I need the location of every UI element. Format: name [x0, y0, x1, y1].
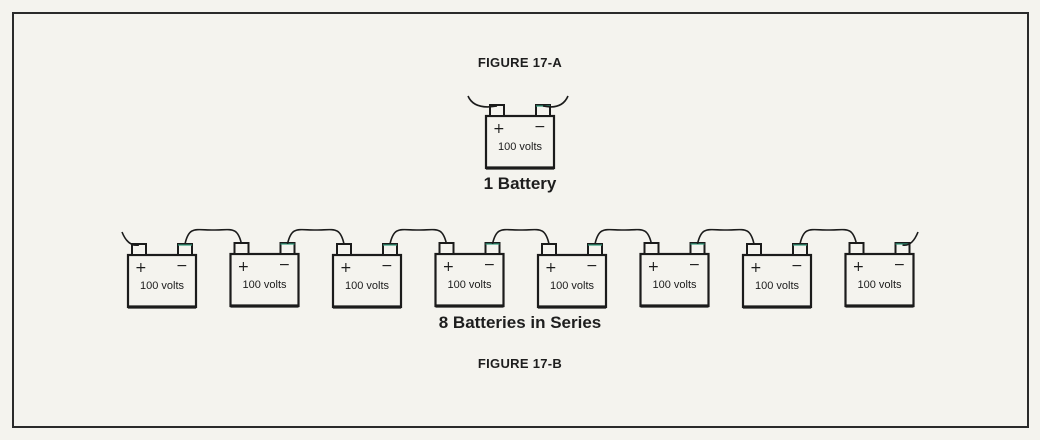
- lead-wire-right-a: [542, 95, 569, 108]
- battery-voltage-label-5: 100 volts: [652, 279, 697, 291]
- plus-sign-1: +: [238, 259, 250, 275]
- negative-terminal-4: [587, 243, 603, 256]
- negative-terminal-7: [894, 242, 911, 255]
- positive-terminal-0: [131, 243, 147, 256]
- positive-terminal-2: [336, 243, 352, 256]
- minus-sign-5: −: [689, 257, 701, 273]
- minus-sign-a: −: [534, 119, 546, 135]
- figure-b-title: FIGURE 17-B: [477, 356, 563, 371]
- positive-terminal-5: [643, 242, 660, 255]
- negative-terminal-1: [279, 242, 296, 255]
- plus-sign-0: +: [135, 260, 147, 276]
- minus-sign-1: −: [279, 257, 291, 273]
- minus-sign-7: −: [894, 257, 906, 273]
- positive-terminal-3: [438, 242, 455, 255]
- positive-terminal-6: [746, 243, 762, 256]
- positive-terminal-1: [233, 242, 250, 255]
- battery-voltage-label-7: 100 volts: [857, 279, 902, 291]
- lead-wire-left-b: [121, 231, 140, 247]
- series-connector-0: [184, 228, 243, 245]
- battery-voltage-label-a: 100 volts: [498, 141, 543, 153]
- figure-frame: [12, 12, 1029, 428]
- plus-sign-6: +: [750, 260, 762, 276]
- positive-terminal-a: [489, 104, 505, 117]
- series-connector-5: [696, 228, 755, 245]
- plus-sign-a: +: [493, 121, 505, 137]
- battery-voltage-label-1: 100 volts: [242, 279, 287, 291]
- minus-sign-3: −: [484, 257, 496, 273]
- plus-sign-5: +: [648, 259, 660, 275]
- figure-a-title: FIGURE 17-A: [477, 55, 563, 70]
- negative-terminal-2: [382, 243, 398, 256]
- series-connector-6: [799, 228, 858, 245]
- figure-a-caption: 1 Battery: [483, 174, 557, 193]
- series-connector-2: [389, 228, 448, 245]
- battery-voltage-label-6: 100 volts: [755, 280, 800, 292]
- plus-sign-2: +: [340, 260, 352, 276]
- minus-sign-4: −: [586, 258, 598, 274]
- plus-sign-4: +: [545, 260, 557, 276]
- battery-voltage-label-3: 100 volts: [447, 279, 492, 291]
- negative-terminal-3: [484, 242, 501, 255]
- battery-voltage-label-4: 100 volts: [550, 280, 595, 292]
- negative-terminal-6: [792, 243, 808, 256]
- lead-wire-right-b: [902, 231, 919, 247]
- minus-sign-2: −: [381, 258, 393, 274]
- battery-voltage-label-0: 100 volts: [140, 280, 185, 292]
- series-connector-3: [491, 228, 550, 245]
- series-connector-1: [286, 228, 345, 245]
- figure-b-caption: 8 Batteries in Series: [438, 313, 602, 332]
- series-connector-4: [594, 228, 653, 245]
- negative-terminal-5: [689, 242, 706, 255]
- positive-terminal-7: [848, 242, 865, 255]
- minus-sign-0: −: [176, 258, 188, 274]
- battery-voltage-label-2: 100 volts: [345, 280, 390, 292]
- negative-terminal-0: [177, 243, 193, 256]
- plus-sign-7: +: [853, 259, 865, 275]
- minus-sign-6: −: [791, 258, 803, 274]
- plus-sign-3: +: [443, 259, 455, 275]
- positive-terminal-4: [541, 243, 557, 256]
- negative-terminal-a: [535, 104, 551, 117]
- lead-wire-left-a: [467, 95, 498, 108]
